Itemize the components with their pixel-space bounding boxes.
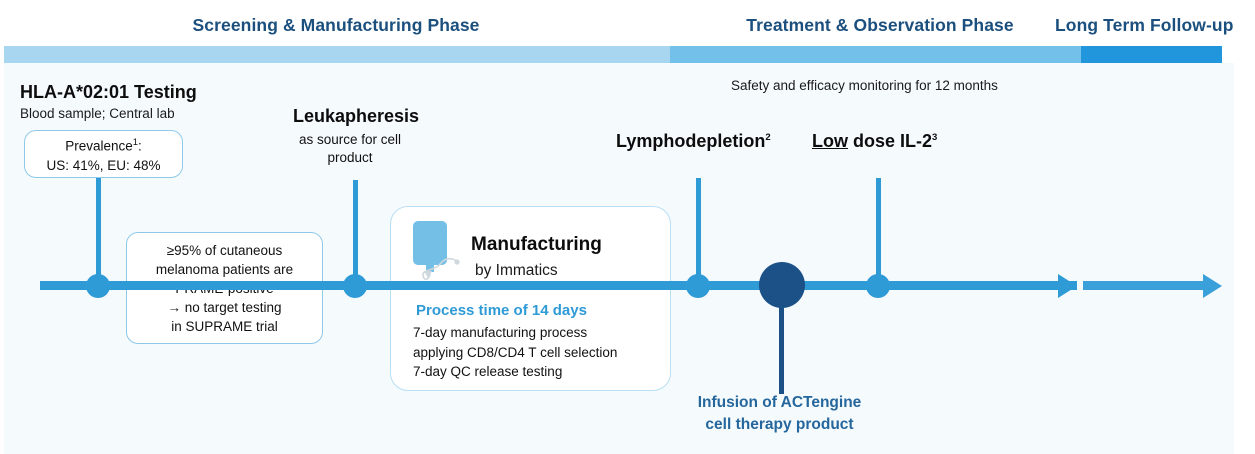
manufacturing-title: Manufacturing (471, 234, 602, 255)
phase-title-treatment: Treatment & Observation Phase (746, 15, 1014, 35)
leukapheresis-title: Leukapheresis (293, 106, 420, 126)
prevalence-line-1: Prevalence1: (65, 133, 142, 156)
timeline-node-il2 (866, 274, 890, 298)
il2-footnote-marker: 3 (932, 132, 938, 143)
il2-label-rest: dose IL-2 (848, 131, 933, 151)
hla-testing-title: HLA-A*02:01 Testing (20, 82, 197, 102)
connector-il2 (876, 178, 881, 283)
manufacturing-process-time: Process time of 14 days (416, 302, 587, 319)
lymphodepletion-footnote-marker: 2 (765, 132, 771, 143)
prame-line-4: → no target testing (167, 299, 282, 315)
timeline-arrow-head-primary (1058, 274, 1077, 298)
phase-bar-treatment (670, 46, 1081, 63)
timeline-axis (40, 281, 1077, 290)
prame-line-2: melanoma patients are (155, 261, 294, 277)
manufacturing-details: 7-day manufacturing process applying CD8… (413, 323, 617, 382)
manufacturing-detail-3: 7-day QC release testing (413, 364, 563, 379)
connector-leukapheresis (353, 180, 358, 282)
prevalence-label: Prevalence (65, 138, 133, 154)
connector-prevalence (96, 178, 101, 282)
timeline-node-lymphodepletion (686, 274, 710, 298)
connector-infusion (779, 300, 784, 394)
phase-title-followup: Long Term Follow-up (1055, 15, 1234, 35)
manufacturing-callout: Manufacturing by Immatics Process time o… (390, 206, 671, 391)
timeline-node-hla-testing (86, 274, 110, 298)
timeline-node-leukapheresis (343, 274, 367, 298)
timeline-arrow-head-followup (1203, 274, 1222, 298)
infusion-label-line-1: Infusion of ACTengine (697, 394, 862, 411)
il2-title: Low dose IL-23 (812, 131, 937, 152)
phase-title-screening: Screening & Manufacturing Phase (192, 15, 480, 35)
infusion-label: Infusion of ACTengine cell therapy produ… (672, 392, 887, 436)
prevalence-colon: : (138, 138, 142, 154)
infusion-label-line-2: cell therapy product (705, 416, 854, 433)
manufacturing-subtitle: by Immatics (475, 262, 558, 279)
lymphodepletion-label: Lymphodepletion (616, 131, 766, 151)
phase-bar-screening (4, 46, 670, 63)
prevalence-footnote-marker: 1 (132, 137, 139, 149)
prevalence-callout: Prevalence1: US: 41%, EU: 48% (24, 130, 183, 178)
iv-bag-icon (413, 221, 460, 280)
safety-monitoring-note: Safety and efficacy monitoring for 12 mo… (731, 78, 998, 93)
il2-label-underlined: Low (812, 131, 848, 151)
lymphodepletion-title: Lymphodepletion2 (616, 131, 771, 152)
manufacturing-detail-2: applying CD8/CD4 T cell selection (413, 344, 618, 360)
timeline-node-infusion (759, 262, 805, 308)
prevalence-line-2: US: 41%, EU: 48% (46, 157, 161, 173)
manufacturing-detail-1: 7-day manufacturing process (413, 325, 588, 340)
connector-lymphodepletion (696, 178, 701, 283)
phase-bar-followup (1081, 46, 1222, 63)
prame-line-1: ≥95% of cutaneous (166, 242, 283, 258)
timeline-axis-followup (1083, 281, 1205, 290)
leukapheresis-subtitle: as source for cell product (298, 132, 402, 165)
prame-line-5: in SUPRAME trial (171, 318, 278, 334)
hla-testing-subtitle: Blood sample; Central lab (20, 106, 175, 121)
